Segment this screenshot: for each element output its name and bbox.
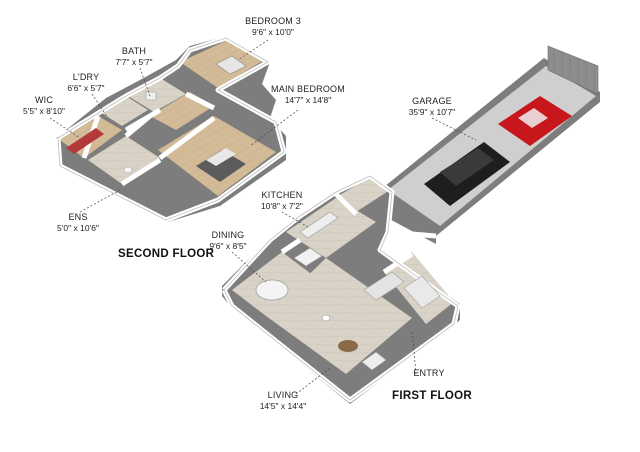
room-label-living: LIVING 14'5" x 14'4" xyxy=(248,390,318,412)
bath-floor xyxy=(128,78,186,112)
laundry-floor xyxy=(338,176,390,212)
first-floor-title: FIRST FLOOR xyxy=(392,390,472,402)
main-bed xyxy=(196,148,246,182)
room-label-dining: DINING 9'6" x 8'5" xyxy=(196,230,260,252)
garage-door-slats xyxy=(553,49,595,91)
bedroom3-bed xyxy=(215,55,247,75)
room-name: BEDROOM 3 xyxy=(245,16,301,26)
living-armchair xyxy=(361,351,387,371)
room-name: L'DRY xyxy=(72,72,100,82)
dining-table xyxy=(255,279,289,301)
room-label-entry: ENTRY xyxy=(404,368,454,379)
room-label-kitchen: KITCHEN 10'8" x 7'2" xyxy=(250,190,314,212)
black-suv xyxy=(424,142,510,206)
room-dimensions: 9'6" x 10'0" xyxy=(252,27,294,37)
second-floor-wall-edges xyxy=(57,37,285,221)
room-label-ldry: L'DRY 6'6" x 5'7" xyxy=(56,72,116,94)
room-label-main-bedroom: MAIN BEDROOM 14'7" x 14'8" xyxy=(270,84,346,106)
room-dimensions: 14'7" x 14'8" xyxy=(284,95,332,105)
room-label-bedroom3: BEDROOM 3 9'6" x 10'0" xyxy=(230,16,316,38)
room-name: BATH xyxy=(121,46,147,56)
room-name: KITCHEN xyxy=(261,190,303,200)
room-dimensions: 5'5" x 8'10" xyxy=(23,106,65,116)
room-name: WIC xyxy=(34,95,54,105)
kitchen-island xyxy=(293,247,323,267)
room-name: ENTRY xyxy=(413,368,445,378)
garage-door xyxy=(547,45,599,95)
first-floor-wall-edges xyxy=(223,175,459,401)
first-floor-plan xyxy=(221,45,600,404)
room-dimensions: 10'8" x 7'2" xyxy=(261,201,303,211)
living-coffee-table xyxy=(338,340,358,352)
ens-floor xyxy=(88,136,160,184)
living-sofa xyxy=(363,271,405,301)
garage-floor xyxy=(388,66,596,226)
room-dimensions: 35'9" x 10'7" xyxy=(408,107,456,117)
room-dimensions: 5'0" x 10'6" xyxy=(57,223,99,233)
bath-vanity xyxy=(145,91,157,101)
kitchen-bench xyxy=(299,211,339,239)
ens-toilet xyxy=(123,166,133,174)
room-name: MAIN BEDROOM xyxy=(271,84,345,94)
room-label-garage: GARAGE 35'9" x 10'7" xyxy=(400,96,464,118)
red-car xyxy=(498,96,572,146)
second-floor-title: SECOND FLOOR xyxy=(118,248,215,260)
entry-stairs xyxy=(403,275,441,309)
second-floor-plan xyxy=(55,35,287,223)
room-label-ens: ENS 5'0" x 10'6" xyxy=(48,212,108,234)
room-dimensions: 9'6" x 8'5" xyxy=(209,241,247,251)
room-label-bath: BATH 7'7" x 5'7" xyxy=(104,46,164,68)
side-table xyxy=(321,314,331,322)
room-dimensions: 14'5" x 14'4" xyxy=(259,401,307,411)
room-label-wic: WIC 5'5" x 8'10" xyxy=(14,95,74,117)
room-name: DINING xyxy=(211,230,245,240)
room-name: ENS xyxy=(68,212,88,222)
wic-shelving xyxy=(66,128,104,154)
ldry-floor xyxy=(100,96,148,126)
room-dimensions: 7'7" x 5'7" xyxy=(115,57,153,67)
label-leader-lines xyxy=(49,39,477,395)
living-floor xyxy=(266,258,412,374)
room-name: LIVING xyxy=(267,390,299,400)
room-dimensions: 6'6" x 5'7" xyxy=(67,83,105,93)
room-name: GARAGE xyxy=(412,96,452,106)
